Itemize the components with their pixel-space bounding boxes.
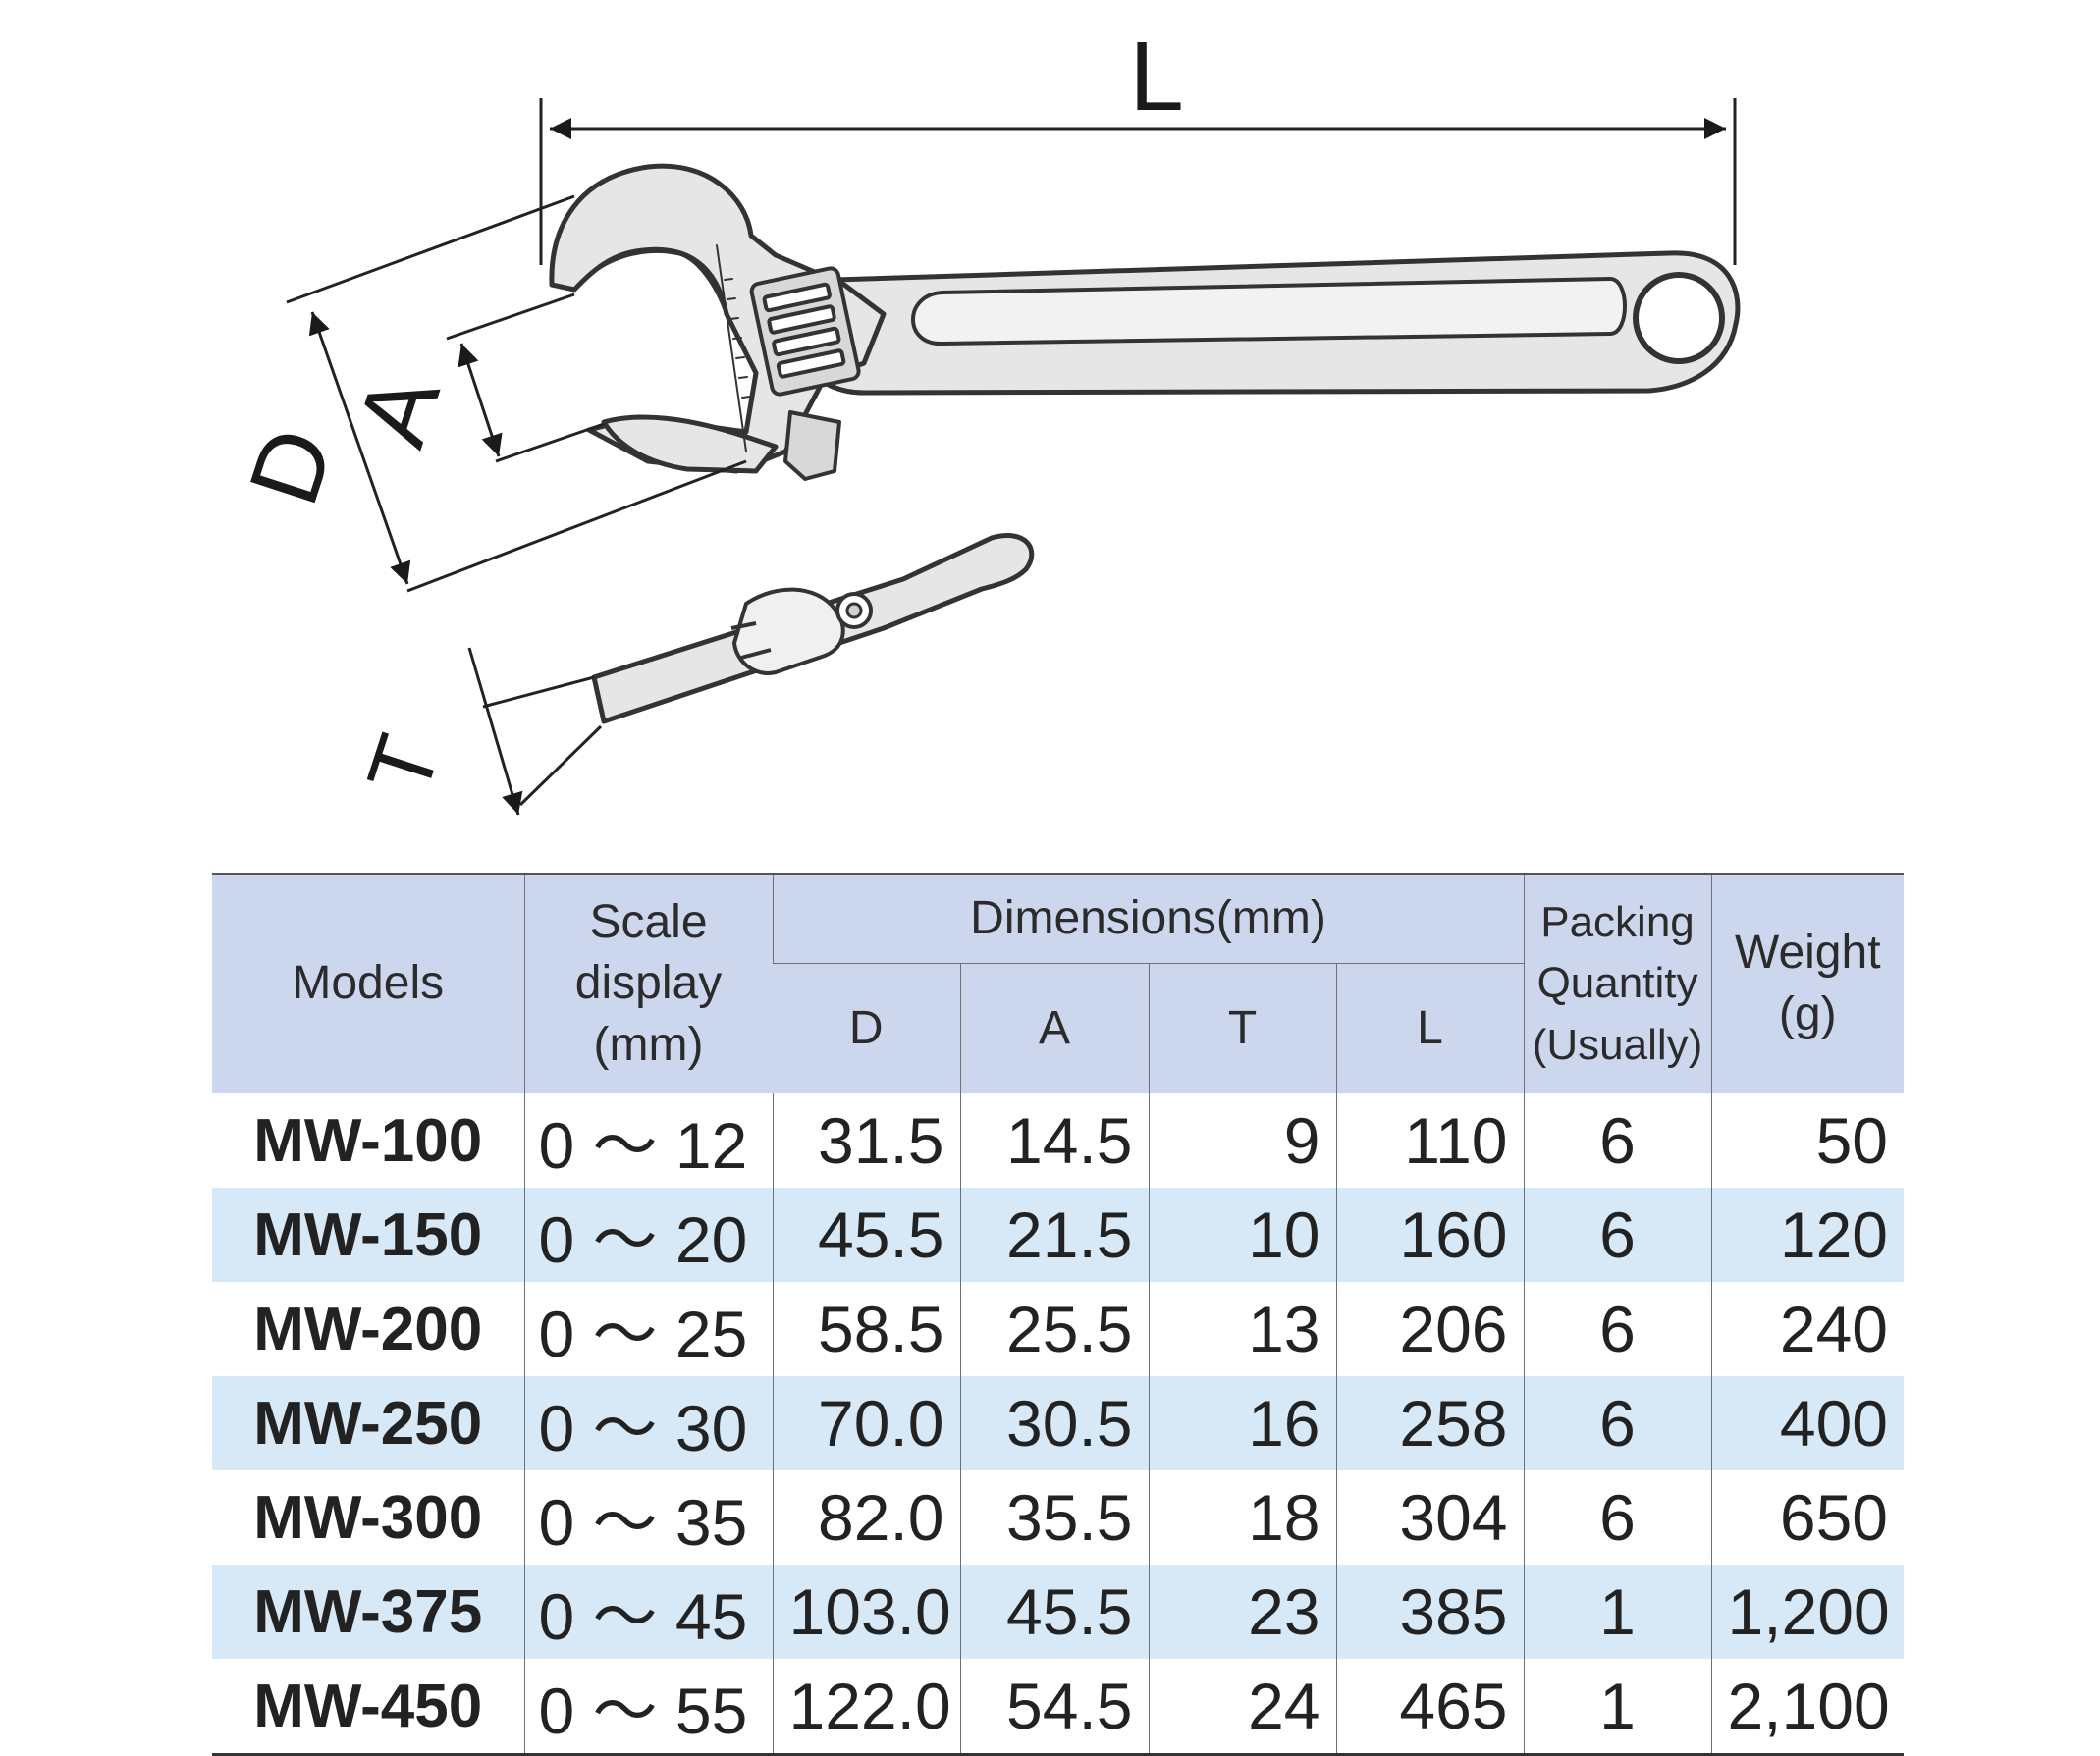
model-cell: MW-100 <box>212 1093 524 1188</box>
header-dim-l: L <box>1335 963 1525 1093</box>
weight-cell: 400 <box>1710 1376 1905 1470</box>
dim-l-cell: 385 <box>1335 1565 1525 1659</box>
weight-cell: 50 <box>1710 1093 1905 1188</box>
table-row: MW-100 0 ～ 12 31.5 14.5 9 110 6 50 <box>212 1093 1905 1188</box>
model-cell: MW-300 <box>212 1470 524 1565</box>
scale-cell: 0 ～ 30 <box>523 1376 773 1470</box>
header-dim-a: A <box>959 963 1149 1093</box>
dim-t-cell: 10 <box>1148 1188 1336 1282</box>
packing-qty-cell: 6 <box>1523 1282 1712 1376</box>
dim-l-cell: 258 <box>1335 1376 1525 1470</box>
dim-l-cell: 304 <box>1335 1470 1525 1565</box>
packing-qty-cell: 6 <box>1523 1093 1712 1188</box>
dim-l-cell: 110 <box>1335 1093 1525 1188</box>
dim-d-cell: 70.0 <box>772 1376 960 1470</box>
scale-cell: 0 ～ 55 <box>523 1659 773 1756</box>
dim-a-cell: 30.5 <box>959 1376 1149 1470</box>
depth-arrow <box>308 311 411 585</box>
thickness-label: T <box>350 724 459 806</box>
scale-cell: 0 ～ 45 <box>523 1565 773 1659</box>
jaw-opening-dimension <box>446 293 605 463</box>
table-row: MW-250 0 ～ 30 70.0 30.5 16 258 6 400 <box>212 1376 1905 1470</box>
spec-table: Models Scale display (mm) Dimensions(mm)… <box>212 873 1905 1756</box>
worm-gear <box>762 282 846 379</box>
weight-cell: 650 <box>1710 1470 1905 1565</box>
scale-marks <box>716 244 751 452</box>
dim-d-cell: 103.0 <box>772 1565 960 1659</box>
wrench-dimension-diagram: L <box>228 22 1741 816</box>
dim-l-cell: 206 <box>1335 1282 1525 1376</box>
dim-d-cell: 45.5 <box>772 1188 960 1282</box>
table-row: MW-300 0 ～ 35 82.0 35.5 18 304 6 650 <box>212 1470 1905 1565</box>
weight-cell: 240 <box>1710 1282 1905 1376</box>
scale-cell: 0 ～ 12 <box>523 1093 773 1188</box>
dim-d-cell: 122.0 <box>772 1659 960 1756</box>
handle-groove <box>911 277 1627 346</box>
dim-a-cell: 45.5 <box>959 1565 1149 1659</box>
model-cell: MW-150 <box>212 1188 524 1282</box>
dim-t-cell: 9 <box>1148 1093 1336 1188</box>
table-row: MW-375 0 ～ 45 103.0 45.5 23 385 1 1,200 <box>212 1565 1905 1659</box>
gear-shaft <box>783 410 841 481</box>
scale-cell: 0 ～ 25 <box>523 1282 773 1376</box>
length-label: L <box>1129 22 1184 132</box>
dim-t-cell: 23 <box>1148 1565 1336 1659</box>
header-packing-quantity: Packing Quantity (Usually) <box>1523 874 1712 1093</box>
dim-d-cell: 58.5 <box>772 1282 960 1376</box>
dim-a-cell: 54.5 <box>959 1659 1149 1756</box>
packing-qty-cell: 6 <box>1523 1188 1712 1282</box>
header-weight: Weight (g) <box>1710 874 1905 1093</box>
dim-a-cell: 35.5 <box>959 1470 1149 1565</box>
model-cell: MW-375 <box>212 1565 524 1659</box>
dim-a-cell: 21.5 <box>959 1188 1149 1282</box>
wrench-side-view <box>591 533 1035 724</box>
jaw-opening-arrow <box>458 343 503 457</box>
weight-cell: 1,200 <box>1710 1565 1905 1659</box>
packing-qty-cell: 1 <box>1523 1659 1712 1756</box>
table-row: MW-150 0 ～ 20 45.5 21.5 10 160 6 120 <box>212 1188 1905 1282</box>
dim-a-cell: 25.5 <box>959 1282 1149 1376</box>
dim-t-cell: 18 <box>1148 1470 1336 1565</box>
packing-qty-cell: 6 <box>1523 1470 1712 1565</box>
dim-d-cell: 82.0 <box>772 1470 960 1565</box>
header-dimensions: Dimensions(mm) <box>772 874 1525 964</box>
header-dim-t: T <box>1148 963 1336 1093</box>
packing-qty-cell: 1 <box>1523 1565 1712 1659</box>
scale-cell: 0 ～ 20 <box>523 1188 773 1282</box>
hanging-hole <box>1633 272 1725 364</box>
weight-cell: 120 <box>1710 1188 1905 1282</box>
packing-qty-cell: 6 <box>1523 1376 1712 1470</box>
header-dim-d: D <box>773 963 960 1093</box>
wrench-illustration <box>549 163 1741 481</box>
header-models: Models <box>212 874 524 1093</box>
dim-l-cell: 160 <box>1335 1188 1525 1282</box>
dim-d-cell: 31.5 <box>772 1093 960 1188</box>
weight-cell: 2,100 <box>1710 1659 1905 1756</box>
length-dimension: L <box>539 22 1737 265</box>
dim-t-cell: 24 <box>1148 1659 1336 1756</box>
scale-cell: 0 ～ 35 <box>523 1470 773 1565</box>
depth-label: D <box>228 416 354 517</box>
movable-jaw <box>601 414 779 474</box>
dim-t-cell: 16 <box>1148 1376 1336 1470</box>
dim-t-cell: 13 <box>1148 1282 1336 1376</box>
depth-dimension <box>286 194 747 593</box>
table-row: MW-200 0 ～ 25 58.5 25.5 13 206 6 240 <box>212 1282 1905 1376</box>
header-scale-display: Scale display (mm) <box>523 874 773 1093</box>
model-cell: MW-250 <box>212 1376 524 1470</box>
table-row: MW-450 0 ～ 55 122.0 54.5 24 465 1 2,100 <box>212 1659 1905 1756</box>
thickness-arrow <box>467 647 523 816</box>
dim-a-cell: 14.5 <box>959 1093 1149 1188</box>
model-cell: MW-200 <box>212 1282 524 1376</box>
thickness-dimension <box>467 647 603 816</box>
dim-l-cell: 465 <box>1335 1659 1525 1756</box>
jaw-opening-label: A <box>336 361 460 457</box>
